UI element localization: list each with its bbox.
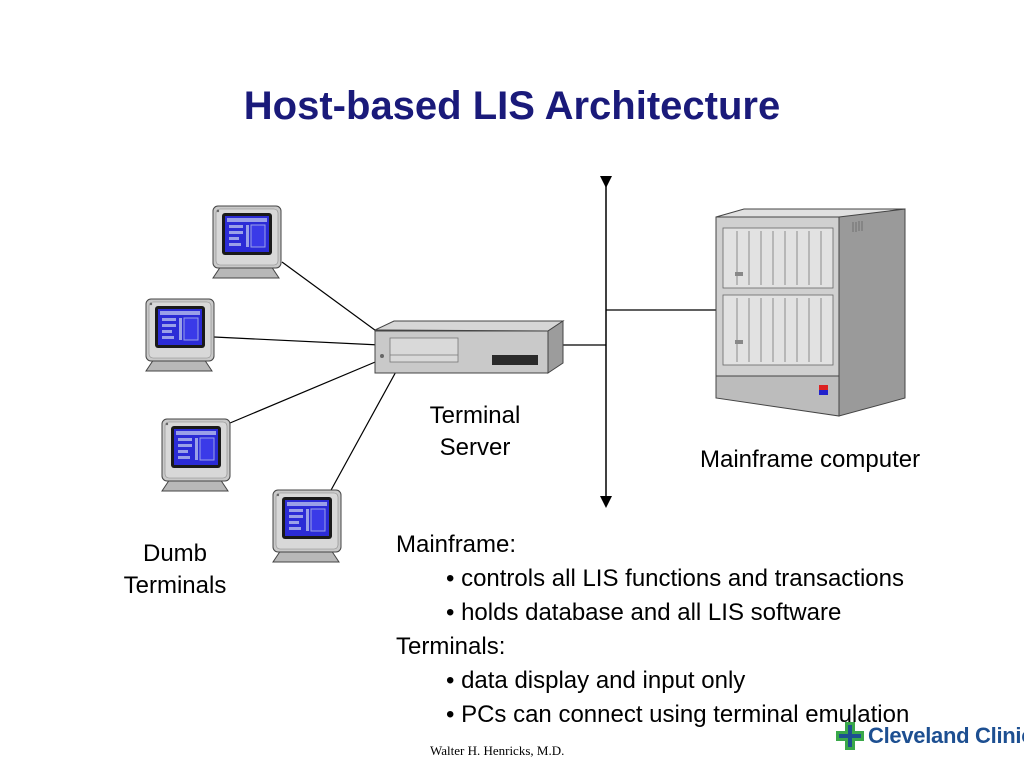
cleveland-clinic-logo: Cleveland Clinic	[836, 722, 1024, 752]
terminal-icon-2	[145, 298, 215, 372]
notes-line-2: • controls all LIS functions and transac…	[446, 565, 904, 592]
terminal-server-label: Terminal Server	[410, 400, 540, 464]
logo-text: Cleveland Clinic	[868, 723, 1024, 748]
terminal-connections	[213, 261, 399, 493]
notes-line-3: • holds database and all LIS software	[446, 599, 842, 626]
footer-author: Walter H. Henricks, M.D.	[430, 743, 565, 758]
terminal-icon-1	[212, 205, 282, 279]
terminal-server-icon	[374, 320, 565, 374]
connection-line-4	[329, 367, 399, 493]
terminal-icon-4	[272, 489, 342, 563]
mainframe-label: Mainframe computer	[700, 446, 921, 473]
connection-line-2	[213, 336, 381, 346]
notes-line-1: Mainframe:	[396, 531, 517, 558]
connection-line-3	[229, 359, 381, 424]
notes-list: Mainframe: • controls all LIS functions …	[396, 528, 909, 732]
mainframe-icon	[715, 208, 906, 417]
notes-line-6: • PCs can connect using terminal emulati…	[446, 701, 910, 728]
connection-line-1	[281, 261, 384, 337]
dumb-terminals-label: Dumb Terminals	[105, 538, 245, 602]
terminal-server-label-line-1: Terminal	[429, 402, 521, 429]
terminal-server-label-line-2: Server	[439, 434, 511, 461]
notes-line-5: • data display and input only	[446, 667, 746, 694]
clinic-cross-icon	[836, 722, 864, 750]
dumb-terminals-label-line-1: Dumb	[142, 540, 208, 567]
terminal-icon-3	[161, 418, 231, 492]
slide-title: Host-based LIS Architecture	[243, 84, 781, 128]
dumb-terminals-label-line-2: Terminals	[123, 572, 227, 599]
notes-line-4: Terminals:	[396, 633, 506, 660]
